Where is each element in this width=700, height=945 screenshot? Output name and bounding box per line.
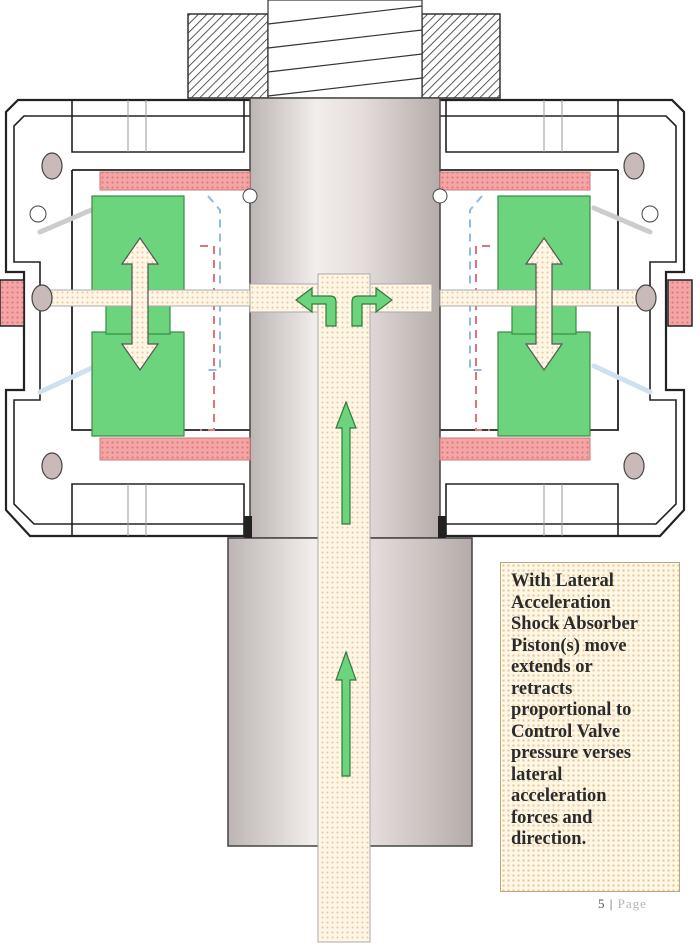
top-nut-assembly — [188, 0, 500, 98]
pivot-pin — [42, 153, 62, 179]
side-port-plug-left — [0, 280, 24, 326]
page-footer: 5 | Page — [598, 896, 647, 912]
seal-pad — [100, 172, 250, 190]
pivot-joint — [642, 206, 658, 222]
pivot-pin — [32, 285, 52, 311]
side-port-plug-right — [668, 280, 692, 326]
page-separator: | — [606, 896, 618, 911]
pivot-pin — [624, 153, 644, 179]
hatched-nut-left — [188, 14, 268, 98]
page-label: Page — [618, 896, 647, 911]
vertical-flow-channel — [318, 274, 370, 942]
pivot-pin — [636, 285, 656, 311]
caption-text: With Lateral Acceleration Shock Absorber… — [511, 571, 669, 851]
page-number: 5 — [598, 896, 606, 911]
pivot-joint — [433, 189, 447, 203]
shaft-seal-left — [244, 516, 252, 538]
seal-pad — [440, 172, 590, 190]
pivot-pin — [42, 453, 62, 479]
pivot-joint — [243, 189, 257, 203]
seal-pad — [440, 438, 590, 460]
shaft-seal-right — [438, 516, 446, 538]
pivot-pin — [624, 453, 644, 479]
hatched-nut-right — [422, 14, 500, 98]
seal-pad — [100, 438, 250, 460]
pivot-joint — [30, 206, 46, 222]
caption-box: With Lateral Acceleration Shock Absorber… — [500, 562, 680, 892]
